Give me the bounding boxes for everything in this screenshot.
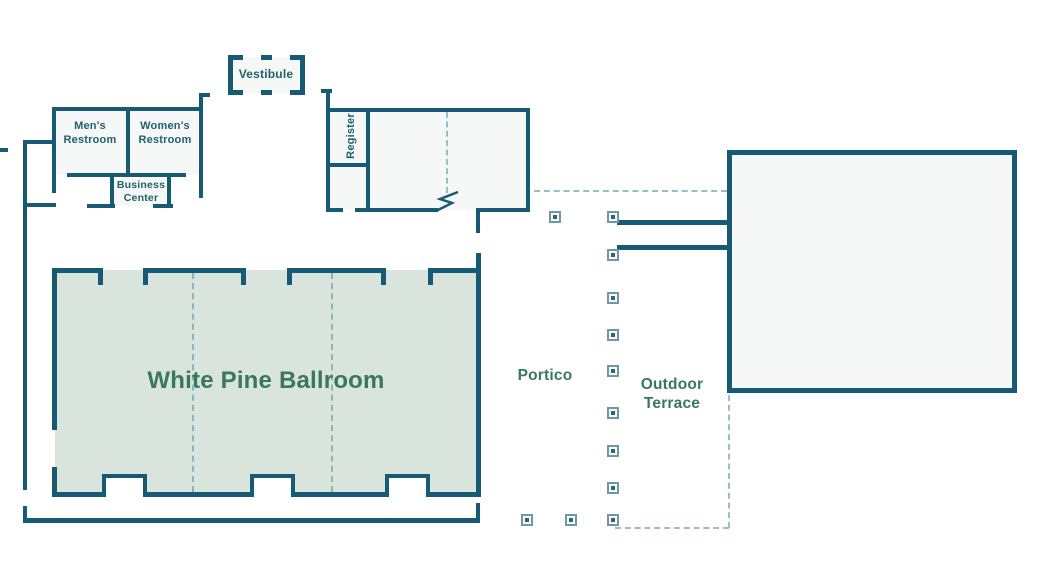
column-pillar [607,445,619,457]
business-center-wall [110,177,114,208]
ballroom-door-jamb [98,268,103,285]
ballroom-wall [476,253,481,497]
wall-stub [0,148,8,152]
business-center-floor [112,179,169,206]
room-label-womens-restroom: Women's Restroom [138,120,192,146]
restrooms-wall [67,173,186,177]
portico-edge-dashed-line [534,190,727,192]
lobby-wall [477,208,530,212]
vestibule-wall [290,90,305,95]
vestibule-wall [228,90,243,95]
vestibule-door-dash [261,55,272,60]
column-pillar [549,211,561,223]
lobby-wall [526,108,530,212]
room-label-vestibule: Vestibule [238,67,294,81]
outbuilding [727,150,1017,393]
area-label-outdoor-terrace: Outdoor Terrace [640,376,704,412]
ballroom-wall [143,268,246,273]
lobby-wall [326,89,330,212]
column-pillar [607,514,619,526]
ballroom-wall [295,492,385,497]
ballroom-door-jamb [241,268,246,285]
column-pillar [607,407,619,419]
lobby-operable-wall-dashed-line [446,112,448,193]
exterior-wall [23,140,56,144]
ballroom-airwall-dashed-line [192,273,194,492]
restrooms-wall [199,93,210,97]
ballroom-airwall-dashed-line [331,273,333,492]
room-label-business-center: Business Center [116,179,166,204]
column-pillar [607,249,619,261]
ballroom-door-alcove [385,474,430,497]
vestibule-wall [228,55,243,60]
ballroom-door-jamb [143,268,148,285]
room-label-register: Register [345,113,357,159]
lobby-wall [326,208,343,212]
business-center-wall [87,204,115,208]
business-center-wall [153,204,173,208]
ballroom-wall [428,268,481,273]
room-label-white-pine-ballroom: White Pine Ballroom [147,367,385,394]
ballroom-wall [52,467,57,497]
column-pillar [521,514,533,526]
business-center-wall [167,177,171,208]
exterior-wall [23,140,27,490]
terrace-edge-dashed-line [728,395,730,528]
lobby-wall [355,208,438,212]
vestibule-door-dash [261,90,272,95]
lobby-floor [328,110,528,210]
ballroom-door-jamb [287,268,292,285]
walkway-wall [476,503,480,523]
ballroom-door-alcove [250,474,295,497]
walkway-wall [23,518,480,523]
exterior-wall [23,203,56,207]
ballroom-floor [55,270,478,495]
ballroom-door-jamb [428,268,433,285]
vestibule-floor [230,57,303,93]
ballroom-door-jamb [381,268,386,285]
lobby-wall [476,208,480,233]
ballroom-wall [52,268,103,273]
register-wall [366,108,370,212]
area-label-portico: Portico [517,367,573,384]
column-pillar [607,365,619,377]
register-wall [330,163,366,167]
ballroom-wall [147,492,250,497]
ballroom-wall [52,268,57,430]
ballroom-wall [52,492,102,497]
ballroom-wall [430,492,481,497]
restrooms-divider-wall [126,107,130,177]
walkway-wall [23,506,27,523]
terrace-edge-dashed-line [615,527,729,529]
column-pillar [607,482,619,494]
column-pillar [565,514,577,526]
restrooms-wall [199,93,203,198]
room-label-mens-restroom: Men's Restroom [63,120,117,146]
column-pillar [607,211,619,223]
column-pillar [607,329,619,341]
restrooms-wall [52,107,56,193]
breezeway-wall [617,220,729,225]
vestibule-wall [228,55,233,95]
lobby-wall [326,108,530,112]
breezeway-wall [617,245,729,250]
column-pillar [607,292,619,304]
operable-wall-zigzag-icon [435,190,459,213]
ballroom-door-alcove [102,474,147,497]
vestibule-wall [300,55,305,95]
vestibule-wall [290,55,305,60]
ballroom-wall [287,268,386,273]
